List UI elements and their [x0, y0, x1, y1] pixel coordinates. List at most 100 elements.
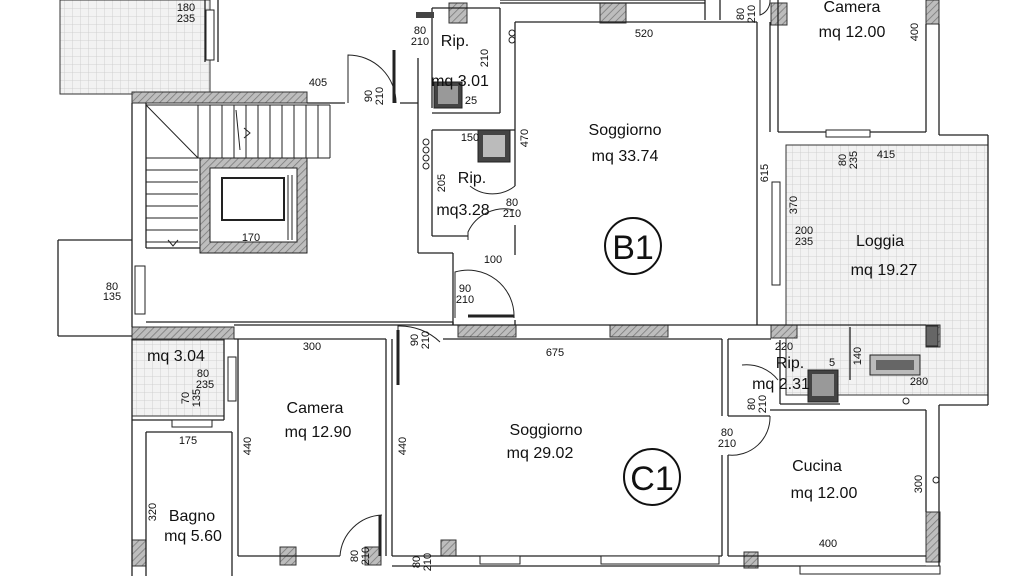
dimension-label: 235 [177, 13, 195, 25]
dimension-label: 415 [877, 149, 895, 161]
room-name: Cucina [792, 458, 842, 475]
dimension-label: 440 [397, 437, 409, 455]
dimension-label: 80 [197, 368, 209, 380]
dimension-label: 405 [309, 77, 327, 89]
dimension-label: 210 [757, 395, 769, 413]
room-name: Rip. [776, 355, 804, 372]
dimension-labels: 180 235 405 80 210 210 90 210 520 80 210… [103, 2, 928, 571]
room-labels: Camera mq 12.00 Rip. mq 3.01 Soggiorno m… [147, 0, 917, 545]
dimension-label: 210 [360, 547, 372, 565]
dimension-label: 80 [414, 25, 426, 37]
fixtures [416, 12, 940, 484]
dimension-label: 140 [852, 347, 864, 365]
room-name: Bagno [169, 508, 215, 525]
dimension-label: 210 [479, 49, 491, 67]
dimension-label: 440 [242, 437, 254, 455]
dimension-label: 80 [837, 154, 849, 166]
dimension-label: 470 [519, 129, 531, 147]
room-area: mq 12.00 [819, 24, 886, 41]
dimension-label: 90 [409, 334, 421, 346]
dimension-label: 170 [242, 232, 260, 244]
dimension-label: 220 [775, 341, 793, 353]
dimension-label: 210 [718, 438, 736, 450]
dimension-label: 280 [910, 376, 928, 388]
wall-hatch [925, 511, 941, 563]
dimension-label: 200 [795, 225, 813, 237]
unit-label-b1: B1 [604, 217, 662, 275]
room-name: Camera [287, 400, 344, 417]
room-name: Rip. [441, 33, 469, 50]
room-area: mq 3.01 [431, 73, 489, 90]
dimension-label: 370 [788, 196, 800, 214]
elevator [199, 157, 308, 254]
wall-hatch [131, 91, 308, 104]
wall-hatch [457, 324, 517, 338]
dimension-label: 320 [147, 503, 159, 521]
dimension-label: 205 [436, 174, 448, 192]
dimension-label: 135 [191, 389, 203, 407]
dimension-label: 90 [459, 283, 471, 295]
dimension-label: 210 [456, 294, 474, 306]
room-name: Loggia [856, 233, 904, 250]
dimension-label: 80 [106, 281, 118, 293]
tile-area-small-left [131, 339, 225, 417]
room-area: mq 2.31 [752, 376, 810, 393]
room-name: Camera [824, 0, 881, 16]
wall-hatch [770, 324, 798, 339]
dimension-label: 25 [465, 95, 477, 107]
wall-hatch [131, 326, 235, 340]
dimension-label: 135 [103, 291, 121, 303]
unit-label-c1: C1 [623, 448, 681, 506]
dimension-label: 400 [909, 23, 921, 41]
unit-c1-text: C1 [630, 460, 673, 498]
dimension-label: 210 [411, 36, 429, 48]
dimension-label: 210 [374, 87, 386, 105]
room-name: Soggiorno [510, 422, 583, 439]
dimension-label: 235 [196, 379, 214, 391]
room-area: mq 33.74 [592, 148, 659, 165]
room-area: mq3.28 [436, 202, 489, 219]
room-name: Rip. [458, 170, 486, 187]
dimension-label: 520 [635, 28, 653, 40]
dimension-label: 80 [349, 550, 361, 562]
tile-area-loggia [785, 144, 989, 396]
dimension-label: 210 [503, 208, 521, 220]
wall-hatch [599, 2, 627, 24]
wall-hatch [440, 539, 457, 557]
wall-hatch [448, 2, 468, 24]
dimension-label: 80 [721, 427, 733, 439]
wall-hatch [925, 0, 940, 25]
dimension-label: 175 [179, 435, 197, 447]
room-area: mq 3.04 [147, 348, 205, 365]
wall-hatch [131, 539, 147, 567]
walls [57, 0, 989, 576]
room-area: mq 29.02 [507, 445, 574, 462]
dimension-label: 235 [795, 236, 813, 248]
wall-hatch [770, 2, 788, 26]
dimension-label: 80 [411, 556, 423, 568]
dimension-label: 80 [746, 398, 758, 410]
dimension-label: 210 [422, 553, 434, 571]
dimension-label: 90 [363, 90, 375, 102]
doors [339, 0, 779, 557]
room-area: mq 12.90 [285, 424, 352, 441]
dimension-label: 675 [546, 347, 564, 359]
tile-area-top-left [59, 0, 211, 95]
dimension-label: 235 [848, 151, 860, 169]
dimension-label: 400 [819, 538, 837, 550]
wall-hatch [609, 324, 669, 338]
dimension-label: 70 [180, 392, 192, 404]
dimension-label: 5 [829, 357, 835, 369]
dimension-label: 100 [484, 254, 502, 266]
room-area: mq 19.27 [851, 262, 918, 279]
room-name: Soggiorno [589, 122, 662, 139]
dimension-label: 150 [461, 132, 479, 144]
dimension-label: 300 [913, 475, 925, 493]
room-area: mq 5.60 [164, 528, 222, 545]
dimension-label: 210 [420, 331, 432, 349]
dimension-label: 615 [759, 164, 771, 182]
room-area: mq 12.00 [791, 485, 858, 502]
unit-b1-text: B1 [612, 229, 654, 267]
dimension-label: 300 [303, 341, 321, 353]
